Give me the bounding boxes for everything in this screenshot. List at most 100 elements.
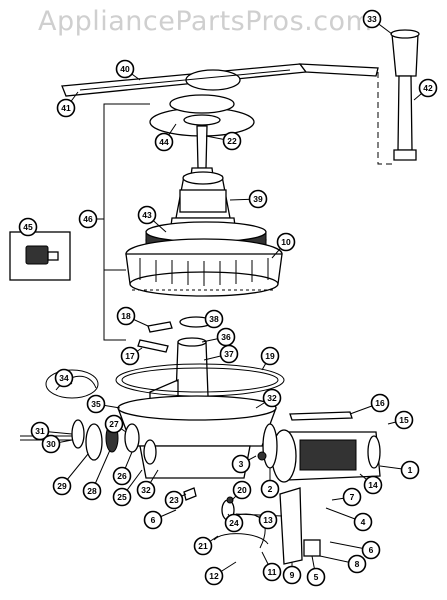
callout-circle: [258, 510, 278, 530]
tower-assembly: [377, 29, 420, 165]
callout-1: 1: [400, 460, 420, 480]
callout-circle: [18, 217, 38, 237]
callout-circle: [362, 9, 382, 29]
callout-12: 12: [204, 566, 224, 586]
callout-44: 44: [154, 132, 174, 152]
callout-label: 41: [61, 103, 71, 113]
callout-circle: [260, 479, 280, 499]
callout-27: 27: [104, 414, 124, 434]
callout-34: 34: [54, 368, 74, 388]
callout-circle: [231, 454, 251, 474]
callout-label: 44: [159, 137, 169, 147]
callout-circle: [262, 388, 282, 408]
callout-25: 25: [112, 487, 132, 507]
callout-10: 10: [276, 232, 296, 252]
callout-3: 3: [231, 454, 251, 474]
callout-19: 19: [260, 346, 280, 366]
callout-9: 9: [282, 565, 302, 585]
callout-circle: [193, 536, 213, 556]
callout-31: 31: [30, 421, 50, 441]
callout-circle: [219, 344, 239, 364]
callout-circle: [54, 368, 74, 388]
callout-label: 35: [91, 399, 101, 409]
callout-circle: [347, 554, 367, 574]
callout-circle: [116, 306, 136, 326]
callout-30: 30: [41, 434, 61, 454]
callout-15: 15: [394, 410, 414, 430]
callout-circle: [224, 513, 244, 533]
callout-43: 43: [137, 205, 157, 225]
callout-28: 28: [82, 481, 102, 501]
spray-arm-hub: [149, 94, 255, 137]
callout-label: 46: [83, 214, 93, 224]
callout-label: 30: [46, 439, 56, 449]
callout-circle: [112, 466, 132, 486]
left-impeller-stack: [20, 419, 157, 465]
callout-label: 34: [59, 373, 69, 383]
callout-circle: [137, 205, 157, 225]
callout-35: 35: [86, 394, 106, 414]
callout-label: 39: [253, 194, 263, 204]
callout-circle: [56, 98, 76, 118]
callout-label: 38: [209, 314, 219, 324]
callout-circle: [154, 132, 174, 152]
callout-label: 42: [423, 83, 433, 93]
callout-label: 5: [314, 572, 319, 582]
callout-label: 33: [367, 14, 377, 24]
callout-circle: [306, 567, 326, 587]
callout-label: 6: [151, 515, 156, 525]
callout-label: 11: [268, 567, 277, 577]
callout-label: 24: [229, 518, 239, 528]
callout-label: 45: [23, 222, 33, 232]
pump-motor: [271, 411, 381, 483]
callout-39: 39: [248, 189, 268, 209]
callout-16: 16: [370, 393, 390, 413]
callout-17: 17: [120, 346, 140, 366]
callout-label: 21: [198, 541, 208, 551]
callout-circle: [78, 209, 98, 229]
callout-6: 6: [361, 540, 381, 560]
callout-label: 7: [350, 492, 355, 502]
callout-circle: [232, 480, 252, 500]
callout-label: 2: [268, 484, 273, 494]
callout-label: 32: [141, 485, 151, 495]
callout-circle: [361, 540, 381, 560]
callout-45: 45: [18, 217, 38, 237]
callout-24: 24: [224, 513, 244, 533]
callout-33: 33: [362, 9, 382, 29]
callout-46: 46: [78, 209, 98, 229]
callout-label: 22: [227, 136, 237, 146]
callout-38: 38: [204, 309, 224, 329]
callout-41: 41: [56, 98, 76, 118]
callout-2: 2: [260, 479, 280, 499]
callout-circle: [112, 487, 132, 507]
callout-label: 43: [142, 210, 152, 220]
callout-label: 15: [399, 415, 409, 425]
callout-circle: [204, 309, 224, 329]
callout-label: 26: [117, 471, 127, 481]
callout-circle: [120, 346, 140, 366]
callout-13: 13: [258, 510, 278, 530]
callout-circle: [353, 512, 373, 532]
callout-7: 7: [342, 487, 362, 507]
callout-22: 22: [222, 131, 242, 151]
callout-circle: [248, 189, 268, 209]
callout-circle: [262, 562, 282, 582]
callout-circle: [164, 490, 184, 510]
callout-label: 13: [263, 515, 273, 525]
callout-label: 8: [355, 559, 360, 569]
callout-circle: [363, 475, 383, 495]
callout-label: 16: [375, 398, 385, 408]
callout-label: 36: [221, 332, 231, 342]
callout-21: 21: [193, 536, 213, 556]
callout-label: 29: [57, 481, 67, 491]
callout-circle: [418, 78, 438, 98]
part-45-box: [9, 231, 71, 281]
callout-label: 37: [224, 349, 234, 359]
callout-42: 42: [418, 78, 438, 98]
callout-circle: [400, 460, 420, 480]
callout-label: 28: [87, 486, 97, 496]
